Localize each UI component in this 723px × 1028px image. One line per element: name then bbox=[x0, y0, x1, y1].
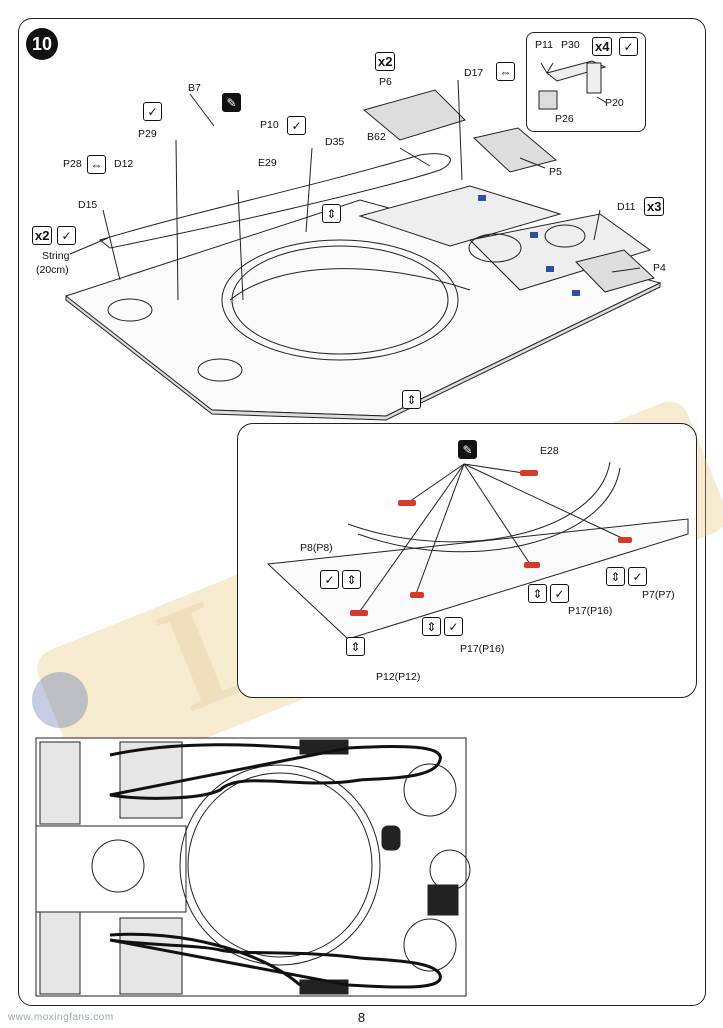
label-e29: E29 bbox=[258, 157, 277, 169]
page-number: 8 bbox=[357, 1010, 366, 1025]
step-number: 10 bbox=[26, 28, 58, 60]
flip-updown-icon: ⇕ bbox=[606, 567, 625, 586]
label-d12: D12 bbox=[114, 158, 134, 170]
multiplier-d11: x3 bbox=[644, 197, 665, 216]
label-p17-a: P17(P16) bbox=[568, 605, 613, 617]
flip-updown-icon: ⇕ bbox=[342, 570, 361, 589]
label-p5: P5 bbox=[549, 166, 562, 178]
multiplier-string: x2 bbox=[32, 226, 53, 245]
label-d35: D35 bbox=[325, 136, 345, 148]
flip-updown-icon: ⇕ bbox=[528, 584, 547, 603]
label-p29: P29 bbox=[138, 128, 157, 140]
page-frame bbox=[18, 18, 706, 1006]
label-string-length: (20cm) bbox=[36, 264, 69, 276]
label-p8: P8(P8) bbox=[300, 542, 333, 554]
inset-diagram bbox=[538, 60, 608, 110]
glue-check-icon: ✓ bbox=[320, 570, 339, 589]
label-p20: P20 bbox=[605, 97, 624, 109]
label-d17: D17 bbox=[464, 67, 484, 79]
label-p12: P12(P12) bbox=[376, 671, 421, 683]
glue-check-icon: ✓ bbox=[550, 584, 569, 603]
label-p7: P7(P7) bbox=[642, 589, 675, 601]
paint-brush-icon: ✎ bbox=[458, 440, 477, 459]
symmetric-lr-icon: ⇔ bbox=[496, 62, 515, 81]
label-p4: P4 bbox=[653, 262, 666, 274]
label-b7: B7 bbox=[188, 82, 201, 94]
label-e28: E28 bbox=[540, 445, 559, 457]
label-p6: P6 bbox=[379, 76, 392, 88]
flip-updown-icon: ⇕ bbox=[346, 637, 365, 656]
glue-check-icon: ✓ bbox=[143, 102, 162, 121]
flip-updown-icon: ⇕ bbox=[322, 204, 341, 223]
label-p11: P11 bbox=[535, 39, 553, 51]
label-string: String bbox=[42, 250, 70, 262]
glue-check-icon: ✓ bbox=[619, 37, 638, 56]
label-p30: P30 bbox=[561, 39, 580, 51]
detail-box-e28: ✎ E28 P8(P8) P7(P7) P17(P16) P17(P16) P1… bbox=[237, 423, 697, 698]
label-b62: B62 bbox=[367, 131, 386, 143]
label-p26: P26 bbox=[555, 113, 574, 125]
glue-check-icon: ✓ bbox=[57, 226, 76, 245]
symmetric-lr-icon: ⇔ bbox=[87, 155, 106, 174]
label-p10: P10 bbox=[260, 119, 279, 131]
label-d11: D11 bbox=[617, 201, 636, 213]
glue-check-icon: ✓ bbox=[444, 617, 463, 636]
multiplier-p6: x2 bbox=[375, 52, 396, 71]
label-d15: D15 bbox=[78, 199, 98, 211]
flip-updown-icon: ⇕ bbox=[422, 617, 441, 636]
footer-watermark: www.moxingfans.com bbox=[8, 1012, 114, 1023]
glue-check-icon: ✓ bbox=[287, 116, 306, 135]
label-p17-b: P17(P16) bbox=[460, 643, 505, 655]
inset-p11-assembly: P11 P30 P20 P26 x4 ✓ bbox=[526, 32, 646, 132]
label-p28: P28 bbox=[63, 158, 82, 170]
multiplier-inset: x4 bbox=[592, 37, 613, 56]
flip-updown-icon: ⇕ bbox=[402, 390, 421, 409]
detail-diagram bbox=[266, 461, 689, 640]
paint-brush-icon: ✎ bbox=[222, 93, 241, 112]
glue-check-icon: ✓ bbox=[628, 567, 647, 586]
